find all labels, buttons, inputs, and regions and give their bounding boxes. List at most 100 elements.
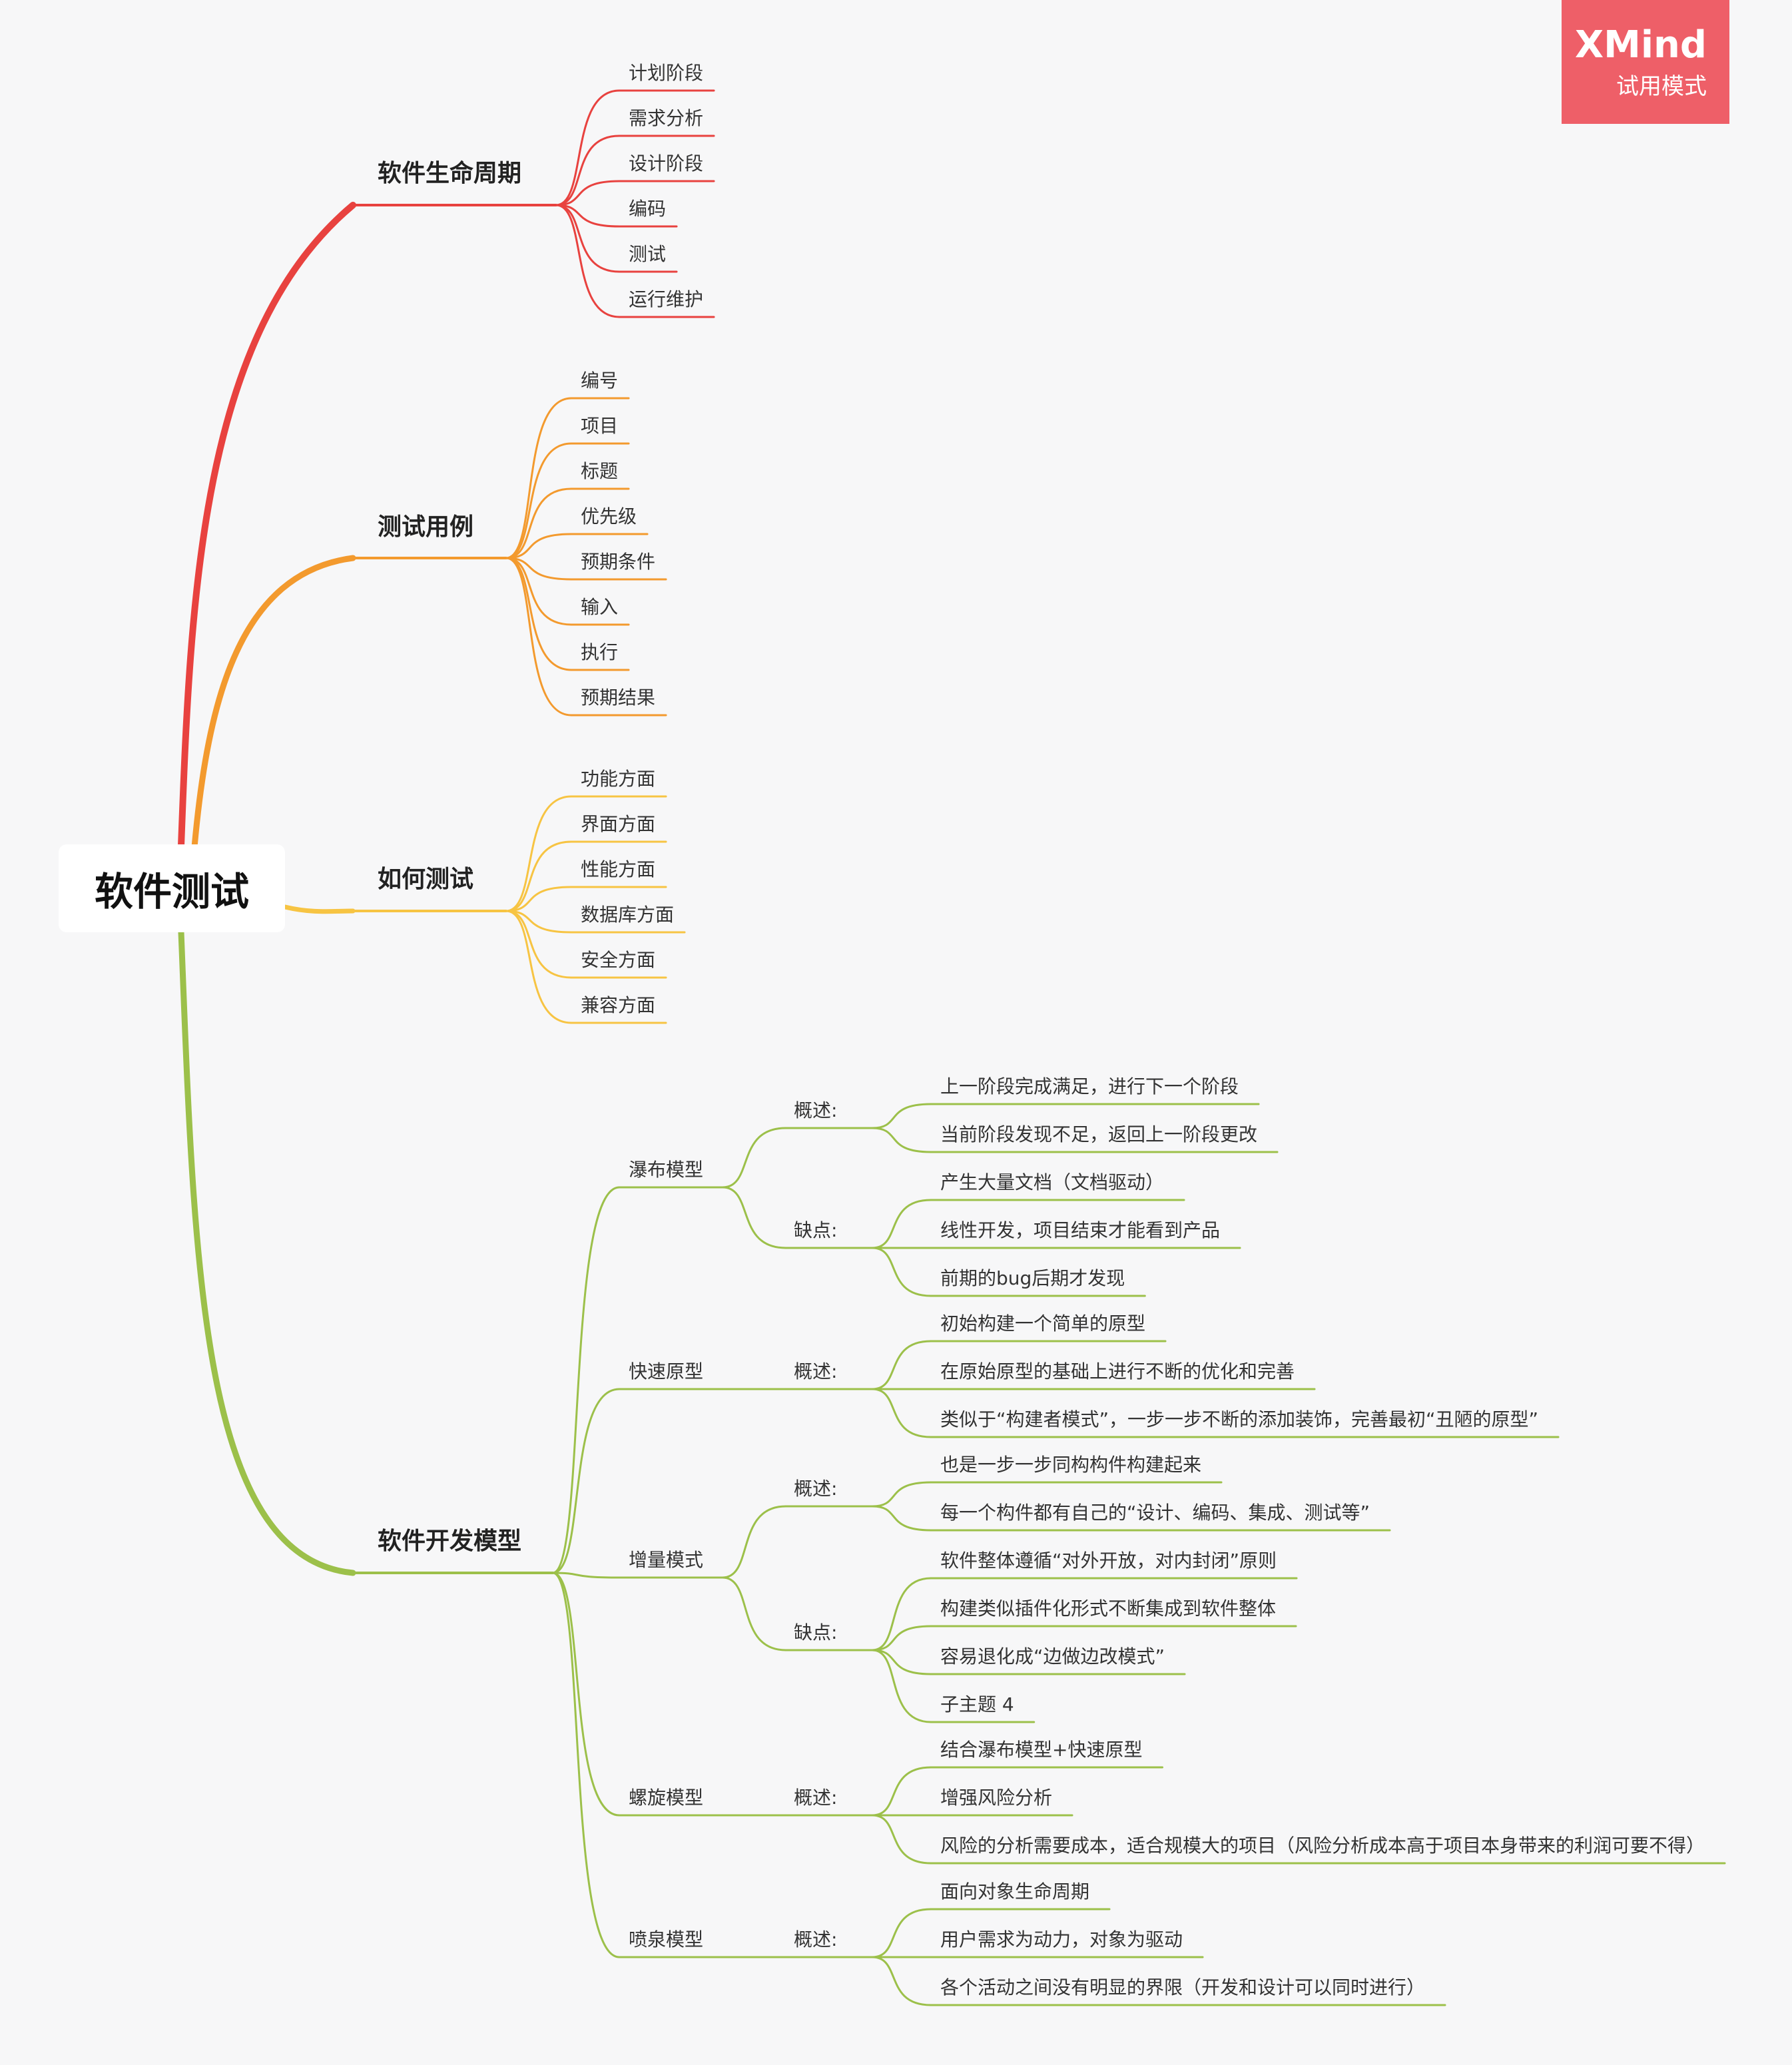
connector <box>555 204 621 228</box>
leaf-topic[interactable]: 容易退化成“边做边改模式” <box>940 1645 1165 1667</box>
leaf-topic[interactable]: 增强风险分析 <box>940 1787 1053 1809</box>
branch-how-to-test[interactable]: 如何测试 <box>378 866 474 893</box>
model-waterfall[interactable]: 瀑布模型 <box>629 1159 704 1181</box>
leaf-topic[interactable]: 初始构建一个简单的原型 <box>940 1313 1146 1334</box>
lifecycle-item[interactable]: 运行维护 <box>629 288 704 310</box>
connector <box>555 204 621 318</box>
model-fountain[interactable]: 喷泉模型 <box>629 1928 704 1950</box>
leaf-topic[interactable]: 类似于“构建者模式”，一步一步不断的添加装饰，完善最初“丑陋的原型” <box>940 1408 1539 1430</box>
connector <box>871 1577 932 1651</box>
how-to-test-item[interactable]: 兼容方面 <box>581 994 656 1016</box>
connector <box>555 135 621 206</box>
connector <box>871 1956 932 2006</box>
how-to-test-item[interactable]: 界面方面 <box>581 813 656 835</box>
watermark-brand: XMind <box>1574 23 1707 67</box>
connector <box>505 487 573 559</box>
leaf-topic[interactable]: 上一阶段完成满足，进行下一个阶段 <box>940 1075 1239 1097</box>
group-overview[interactable]: 概述: <box>794 1787 838 1809</box>
leaf-topic[interactable]: 软件整体遵循“对外开放，对内封闭”原则 <box>940 1550 1277 1572</box>
leaf-topic[interactable]: 线性开发，项目结束才能看到产品 <box>940 1219 1221 1241</box>
how-to-test-item[interactable]: 安全方面 <box>581 949 656 971</box>
test-case-item[interactable]: 编号 <box>581 370 619 392</box>
leaf-topic[interactable]: 风险的分析需要成本，适合规模大的项目（风险分析成本高于项目本身带来的利润可要不得… <box>940 1835 1705 1857</box>
connector <box>505 533 573 559</box>
model-incremental[interactable]: 增量模式 <box>629 1549 704 1571</box>
test-case-item[interactable]: 预期条件 <box>581 551 656 573</box>
how-to-test-item[interactable]: 数据库方面 <box>581 904 675 926</box>
xmind-watermark: XMind 试用模式 <box>1562 0 1729 124</box>
lifecycle-item[interactable]: 设计阶段 <box>629 152 704 174</box>
connector <box>871 1127 932 1153</box>
connector <box>871 1340 932 1390</box>
connector <box>871 1505 932 1532</box>
lifecycle-item[interactable]: 需求分析 <box>629 107 704 129</box>
how-to-test-item[interactable]: 性能方面 <box>581 858 656 880</box>
connector <box>551 1572 621 1579</box>
leaf-topic[interactable]: 面向对象生命周期 <box>940 1881 1090 1903</box>
leaf-topic[interactable]: 产生大量文档（文档驱动） <box>940 1171 1165 1193</box>
test-case-item[interactable]: 输入 <box>581 596 619 618</box>
leaf-topic[interactable]: 结合瀑布模型+快速原型 <box>940 1739 1143 1761</box>
test-case-item[interactable]: 优先级 <box>581 505 637 527</box>
connector <box>871 1814 932 1865</box>
connector <box>505 557 573 581</box>
connector <box>555 89 621 206</box>
trunk-yellow <box>282 904 356 914</box>
model-rapid-prototype[interactable]: 快速原型 <box>629 1360 704 1382</box>
connector <box>721 1127 787 1189</box>
test-case-item[interactable]: 标题 <box>581 460 619 482</box>
connector <box>505 910 573 934</box>
test-case-item[interactable]: 执行 <box>581 641 619 663</box>
watermark-mode: 试用模式 <box>1616 73 1707 100</box>
connector <box>871 1908 932 1958</box>
test-case-item[interactable]: 预期结果 <box>581 687 656 709</box>
test-case-item[interactable]: 项目 <box>581 415 619 437</box>
leaf-topic[interactable]: 在原始原型的基础上进行不断的优化和完善 <box>940 1360 1295 1382</box>
connector <box>505 442 573 559</box>
leaf-topic[interactable]: 前期的bug后期才发现 <box>940 1267 1125 1289</box>
root-topic[interactable]: 软件测试 <box>59 844 285 932</box>
connector <box>551 1186 621 1574</box>
connector <box>505 886 573 912</box>
connector <box>555 180 621 206</box>
connector <box>871 1649 932 1723</box>
lifecycle-item[interactable]: 测试 <box>629 243 667 265</box>
connector <box>721 1576 787 1651</box>
leaf-topic[interactable]: 每一个构件都有自己的“设计、编码、集成、测试等” <box>940 1502 1370 1524</box>
lifecycle-item[interactable]: 编码 <box>629 198 667 220</box>
trunk-green <box>178 929 356 1576</box>
group-overview[interactable]: 概述: <box>794 1099 838 1121</box>
connector <box>871 1625 932 1651</box>
leaf-topic[interactable]: 也是一步一步同构构件构建起来 <box>940 1454 1202 1476</box>
connector <box>505 795 573 912</box>
group-overview[interactable]: 概述: <box>794 1478 838 1500</box>
group-overview[interactable]: 概述: <box>794 1360 838 1382</box>
connector <box>505 557 573 717</box>
connector <box>505 557 573 626</box>
leaf-topic[interactable]: 用户需求为动力，对象为驱动 <box>940 1928 1183 1950</box>
connector <box>555 204 621 273</box>
connector <box>551 1572 621 1817</box>
connector <box>871 1247 932 1297</box>
lifecycle-item[interactable]: 计划阶段 <box>629 62 704 84</box>
leaf-topic[interactable]: 各个活动之间没有明显的界限（开发和设计可以同时进行） <box>940 1976 1426 1998</box>
branch-lifecycle[interactable]: 软件生命周期 <box>378 160 522 187</box>
how-to-test-item[interactable]: 功能方面 <box>581 768 656 790</box>
leaf-topic[interactable]: 构建类似插件化形式不断集成到软件整体 <box>940 1598 1277 1620</box>
connector <box>505 840 573 912</box>
group-drawbacks[interactable]: 缺点: <box>794 1622 838 1643</box>
group-overview[interactable]: 概述: <box>794 1928 838 1950</box>
connector <box>871 1199 932 1249</box>
branch-test-cases[interactable]: 测试用例 <box>378 513 474 541</box>
connector <box>721 1505 787 1579</box>
connector <box>721 1186 787 1249</box>
connector <box>871 1103 932 1129</box>
connector <box>505 910 573 979</box>
group-drawbacks[interactable]: 缺点: <box>794 1219 838 1241</box>
leaf-topic[interactable]: 当前阶段发现不足，返回上一阶段更改 <box>940 1123 1258 1145</box>
leaf-topic[interactable]: 子主题 4 <box>940 1693 1014 1715</box>
model-spiral[interactable]: 螺旋模型 <box>629 1787 704 1809</box>
branch-dev-models[interactable]: 软件开发模型 <box>378 1528 522 1555</box>
connector <box>551 1388 621 1574</box>
